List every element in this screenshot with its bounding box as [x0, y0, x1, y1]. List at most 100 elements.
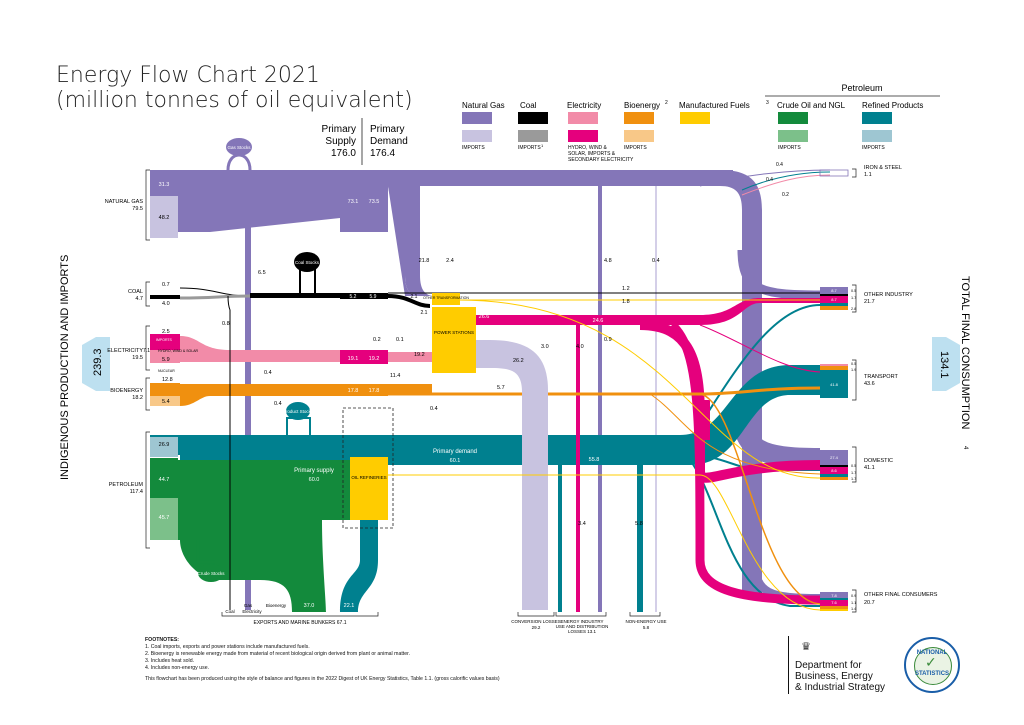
nuclear-to-power-value: 19.2	[414, 352, 425, 358]
electricity-nuclear-value: 7.1	[143, 348, 150, 354]
right-axis-sup: 4	[962, 446, 968, 450]
power-stations-label: POWER STATIONS	[434, 330, 474, 335]
coal-stock-loop	[299, 267, 316, 296]
legend-header-bioenergy-sup: 2	[665, 100, 668, 106]
supply-label-2: Supply	[325, 136, 356, 147]
electricity-total: 19.5	[132, 355, 143, 361]
gas-stock-draw-value: 6.5	[258, 270, 266, 276]
legend-sub-electricity-3: SECONDARY ELECTRICITY	[568, 157, 634, 163]
legend-sub-gas-imports: IMPORTS	[462, 145, 485, 151]
legend-swatch-manufactured	[680, 112, 710, 124]
chart-title-line-2: (million tonnes of oil equivalent)	[56, 88, 413, 113]
crude-imports-value: 45.7	[159, 515, 170, 521]
bio-to-other-final	[699, 393, 821, 605]
legend-swatch-bioenergy	[624, 112, 654, 124]
elec-to-power-small2-value: 0.1	[396, 337, 404, 343]
transport-bar	[820, 370, 848, 398]
gas-top-band	[388, 170, 733, 186]
beis-logo-rule	[788, 636, 789, 694]
legend-swatch-crude	[778, 112, 808, 124]
refined-imports-bar	[150, 437, 178, 457]
gas-to-power2-value: 2.4	[446, 258, 454, 264]
power-loss-value: 26.2	[513, 358, 524, 364]
non-energy-label: NON-ENERGY USE	[626, 619, 667, 624]
footnotes-heading: FOOTNOTES:	[145, 637, 180, 643]
footnote-4: 4. Includes non-energy use.	[145, 665, 210, 671]
gas-to-power-value: 21.8	[419, 258, 430, 264]
legend-sub-electricity-2: SOLAR, IMPORTS &	[568, 151, 616, 157]
column-headers: Primary Supply 176.0 Primary Demand 176.…	[322, 118, 408, 165]
bio-to-domestic	[649, 393, 821, 475]
gas-main-band	[178, 170, 340, 232]
other-final-part-2: 0.9	[851, 594, 856, 598]
supply-value: 176.0	[331, 148, 356, 159]
electricity-band	[180, 336, 340, 362]
iron-steel-name: IRON & STEEL	[864, 165, 902, 171]
legend-header-electricity: Electricity	[567, 101, 601, 110]
legend-swatch-coal	[518, 112, 548, 124]
other-industry-part-3: 8.7	[831, 297, 837, 302]
primary-demand-label: Primary demand	[433, 449, 477, 455]
gas-stock-loop	[226, 153, 252, 171]
electricity-output-band	[458, 298, 820, 325]
crude-stocks-label: Crude Stocks	[197, 571, 225, 576]
exports-label: EXPORTS AND MARINE BUNKERS 67.1	[254, 620, 347, 626]
primary-supply-value: 60.0	[309, 477, 320, 483]
other-final-part-4: 1.1	[851, 601, 856, 605]
manufactured-to-industry-value: 1.8	[622, 299, 630, 305]
legend-swatch-bio-imports	[624, 130, 654, 142]
power-to-energy-ind2-value: 4.0	[576, 344, 584, 350]
gas-to-energy-industry-value: 4.8	[604, 258, 612, 264]
oil-main-to-final-value: 55.8	[589, 457, 600, 463]
elec-column-demand-value: 19.2	[369, 356, 380, 362]
domestic-value: 41.1	[864, 465, 875, 471]
domestic-part-3: 8.6	[831, 468, 837, 473]
destination-bars	[819, 169, 849, 611]
legend: Petroleum Natural Gas Coal Electricity B…	[462, 83, 940, 163]
legend-swatch-coal-imports	[518, 130, 548, 142]
bioenergy-indigenous-value: 12.8	[162, 377, 173, 383]
bottom-bioenergy-tick: Bioenergy	[266, 603, 287, 608]
bio-column-value: 17.8	[348, 388, 359, 394]
other-industry-bar-elec	[820, 296, 848, 303]
gas-column-band	[340, 170, 388, 232]
legend-swatch-electricity	[568, 112, 598, 124]
crude-stocks-circle	[198, 564, 224, 582]
coal-name: COAL	[128, 289, 143, 295]
non-energy-value: 5.8	[643, 625, 650, 630]
legend-header-bioenergy: Bioenergy	[624, 101, 660, 110]
other-industry-part-5: 2.8	[851, 307, 856, 311]
power-output-value: 26.6	[479, 314, 490, 320]
other-final-name: OTHER FINAL CONSUMERS	[864, 592, 938, 598]
other-industry-part-1: 8.7	[831, 288, 837, 293]
crude-stock-loop	[196, 540, 215, 564]
conversion-losses-label: CONVERSION LOSSES	[511, 619, 561, 624]
gas-to-industry-small-value: 0.4	[264, 370, 272, 376]
bio-column-demand-value: 17.8	[369, 388, 380, 394]
dept-line-1: Department for	[795, 660, 862, 671]
transport-value: 43.6	[864, 381, 875, 387]
coal-imports-value: 4.0	[162, 301, 170, 307]
other-industry-value: 21.7	[864, 299, 875, 305]
gas-to-other-industry	[737, 249, 821, 300]
other-industry-part-4: 1.7	[851, 296, 856, 300]
natural-gas-indigenous-value: 31.3	[159, 182, 170, 188]
legend-sub-coal-imports-sup: 1	[541, 143, 544, 148]
legend-swatch-natural-gas	[462, 112, 492, 124]
royal-crest-icon: ♛	[801, 640, 811, 653]
national-statistics-logo: NATIONAL ✓ STATISTICS	[904, 637, 960, 693]
iron-small-1-value: 0.4	[776, 162, 783, 168]
national-statistics-seal	[914, 647, 952, 685]
ns-label-2: STATISTICS	[914, 671, 950, 677]
legend-header-refined: Refined Products	[862, 101, 923, 110]
demand-value: 176.4	[370, 148, 395, 159]
natural-gas-imports-value: 48.2	[159, 215, 170, 221]
legend-swatch-crude-imports	[778, 130, 808, 142]
iron-steel-value: 1.1	[864, 172, 872, 178]
other-industry-bar-gas	[820, 287, 848, 294]
natural-gas-total: 79.5	[132, 206, 143, 212]
dept-line-3: & Industrial Strategy	[795, 682, 886, 693]
legend-swatch-gas-imports	[462, 130, 492, 142]
other-final-bar-elec	[820, 600, 848, 606]
legend-sub-refined-imports: IMPORTS	[862, 145, 885, 151]
